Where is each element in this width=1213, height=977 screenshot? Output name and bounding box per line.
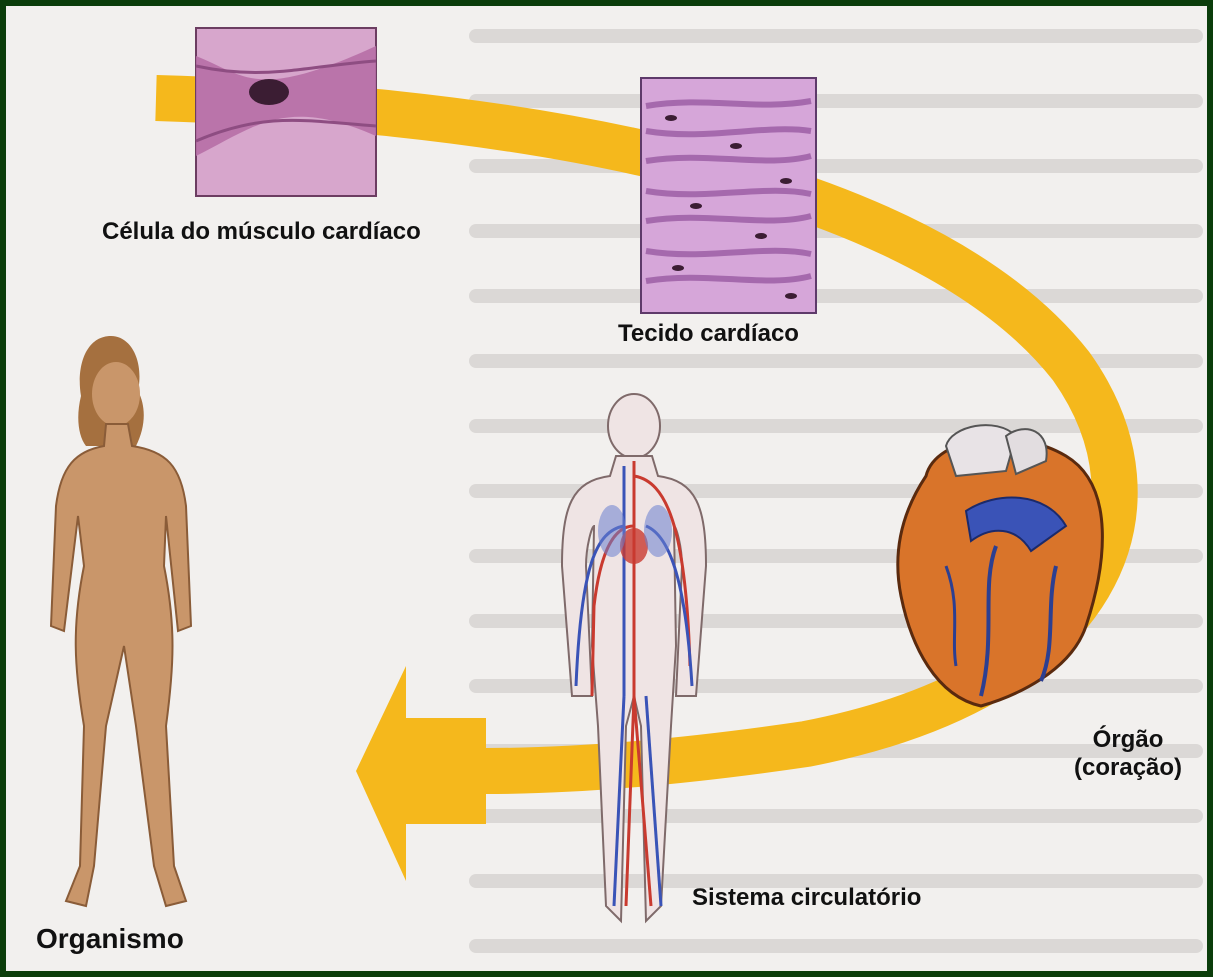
label-organ-line2: (coração) (1074, 754, 1182, 782)
cell-image (196, 28, 376, 196)
label-cell: Célula do músculo cardíaco (102, 218, 421, 246)
arrow-head (356, 666, 486, 881)
label-organ: Órgão (coração) (1074, 726, 1182, 782)
circulatory-figure (562, 394, 706, 921)
label-organism: Organismo (36, 923, 184, 955)
diagram-svg (6, 6, 1207, 971)
organism-figure (51, 336, 191, 906)
tissue-image (641, 78, 816, 313)
label-system: Sistema circulatório (692, 884, 921, 912)
page-frame: Célula do músculo cardíaco Tecido cardía… (6, 6, 1207, 971)
heart-image (898, 425, 1103, 706)
label-organ-line1: Órgão (1074, 726, 1182, 754)
label-tissue: Tecido cardíaco (618, 320, 799, 348)
